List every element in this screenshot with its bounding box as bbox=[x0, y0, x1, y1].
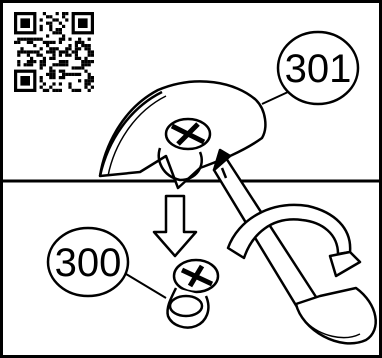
callout-300-number: 300 bbox=[55, 241, 122, 285]
callout-301-number: 301 bbox=[285, 47, 352, 91]
